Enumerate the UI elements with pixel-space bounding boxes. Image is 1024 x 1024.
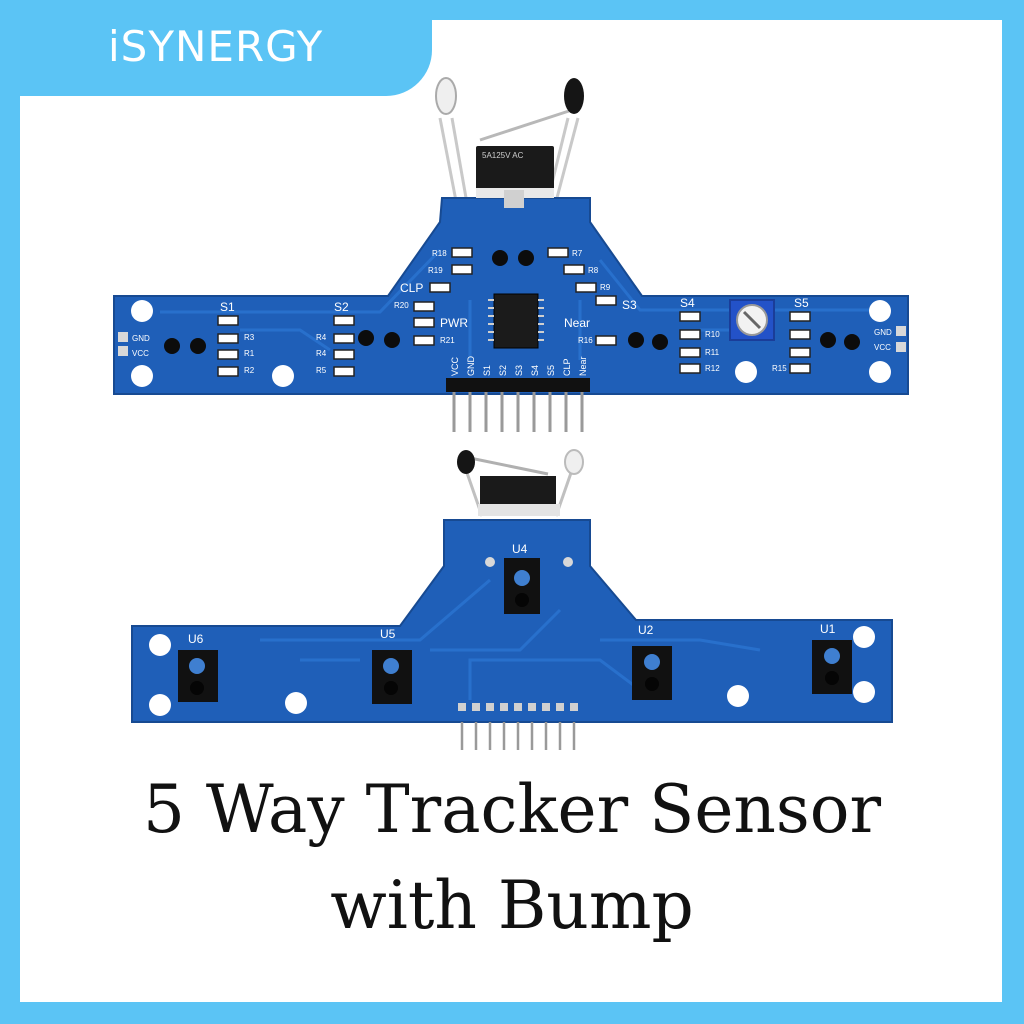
label-r15: R15 xyxy=(772,364,787,373)
label-gnd-left: GND xyxy=(132,334,150,343)
label-clp: CLP xyxy=(400,281,423,295)
label-r3: R3 xyxy=(244,333,255,342)
label-vcc-left: VCC xyxy=(132,349,149,358)
label-r20: R20 xyxy=(394,301,409,310)
label-r19: R19 xyxy=(428,266,443,275)
pin-label-vcc: VCC xyxy=(450,356,460,376)
brand-name: iSYNERGY xyxy=(108,22,324,71)
pin-label-gnd: GND xyxy=(466,356,476,377)
label-pwr: PWR xyxy=(440,316,468,330)
pin-label-s1: S1 xyxy=(482,365,492,376)
pin-label-clp: CLP xyxy=(562,358,572,376)
sensor-u4 xyxy=(504,558,540,614)
label-u6: U6 xyxy=(188,632,204,646)
label-r7: R7 xyxy=(572,249,583,258)
pin-label-s4: S4 xyxy=(530,365,540,376)
label-u1: U1 xyxy=(820,622,836,636)
label-r10: R10 xyxy=(705,330,720,339)
label-r16: R16 xyxy=(578,336,593,345)
label-r4: R4 xyxy=(316,333,327,342)
sensor-u6 xyxy=(178,650,218,702)
product-title-line-2: with Bump xyxy=(330,867,694,944)
product-title-line-1: 5 Way Tracker Sensor xyxy=(142,771,882,848)
label-r1: R1 xyxy=(244,349,255,358)
label-r4b: R4 xyxy=(316,349,327,358)
label-r21: R21 xyxy=(440,336,455,345)
label-r12: R12 xyxy=(705,364,720,373)
label-near: Near xyxy=(564,316,590,330)
label-u2: U2 xyxy=(638,623,654,637)
label-u5: U5 xyxy=(380,627,396,641)
pin-label-s2: S2 xyxy=(498,365,508,376)
label-r8: R8 xyxy=(588,266,599,275)
label-r5: R5 xyxy=(316,366,327,375)
label-vcc-right: VCC xyxy=(874,343,891,352)
label-r2: R2 xyxy=(244,366,255,375)
label-r18: R18 xyxy=(432,249,447,258)
label-s5: S5 xyxy=(794,296,809,310)
pin-label-s5: S5 xyxy=(546,365,556,376)
label-r11: R11 xyxy=(705,348,720,357)
brand-tab xyxy=(0,0,432,96)
sensor-u5 xyxy=(372,650,412,704)
label-gnd-right: GND xyxy=(874,328,892,337)
label-r9: R9 xyxy=(600,283,611,292)
sensor-u1 xyxy=(812,640,852,694)
sensor-u2 xyxy=(632,646,672,700)
pin-label-near: Near xyxy=(578,356,588,376)
switch-rating-label: 5A125V AC xyxy=(482,151,524,160)
label-u4: U4 xyxy=(512,542,528,556)
label-s4: S4 xyxy=(680,296,695,310)
label-s2: S2 xyxy=(334,300,349,314)
top-board: 5A125V AC S1 S2 S3 S4 S5 CLP PWR Near GN… xyxy=(113,77,909,432)
pin-label-s3: S3 xyxy=(514,365,524,376)
bottom-board: U4 U6 U5 U2 U1 xyxy=(131,449,893,750)
label-s3: S3 xyxy=(622,298,637,312)
label-s1: S1 xyxy=(220,300,235,314)
